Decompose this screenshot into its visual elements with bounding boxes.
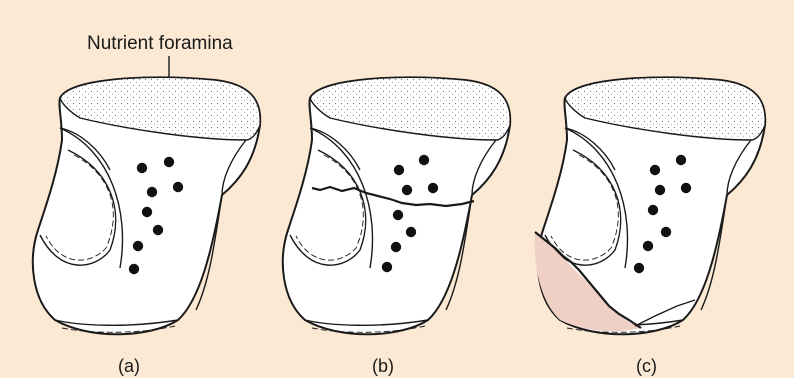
foramen-dot bbox=[137, 163, 147, 173]
foramen-dot bbox=[650, 165, 660, 175]
panel-a: (a) bbox=[33, 77, 260, 376]
foramen-dot bbox=[419, 155, 429, 165]
panel-label-a: (a) bbox=[118, 356, 140, 376]
foramen-dot bbox=[147, 187, 157, 197]
foramen-dot bbox=[648, 205, 658, 215]
panel-label-b: (b) bbox=[372, 356, 394, 376]
panel-b: (b) bbox=[283, 77, 510, 376]
foramen-dot bbox=[164, 157, 174, 167]
foramen-dot bbox=[655, 185, 665, 195]
foramen-dot bbox=[142, 207, 152, 217]
foramen-dot bbox=[382, 262, 392, 272]
foramen-dot bbox=[676, 155, 686, 165]
foramen-dot bbox=[391, 242, 401, 252]
foramen-dot bbox=[129, 264, 139, 274]
foramen-dot bbox=[153, 225, 163, 235]
foramen-dot bbox=[402, 185, 412, 195]
foramen-dot bbox=[661, 227, 671, 237]
foramen-dot bbox=[173, 182, 183, 192]
callout-label: Nutrient foramina bbox=[87, 33, 233, 54]
foramen-dot bbox=[643, 241, 653, 251]
foramen-dot bbox=[428, 183, 438, 193]
foramen-dot bbox=[406, 227, 416, 237]
foramen-dot bbox=[393, 210, 403, 220]
panel-label-c: (c) bbox=[636, 356, 657, 376]
foramen-dot bbox=[634, 263, 644, 273]
panel-c: (c) bbox=[535, 77, 766, 376]
foramen-dot bbox=[394, 165, 404, 175]
foramen-dot bbox=[681, 183, 691, 193]
foramen-dot bbox=[133, 241, 143, 251]
